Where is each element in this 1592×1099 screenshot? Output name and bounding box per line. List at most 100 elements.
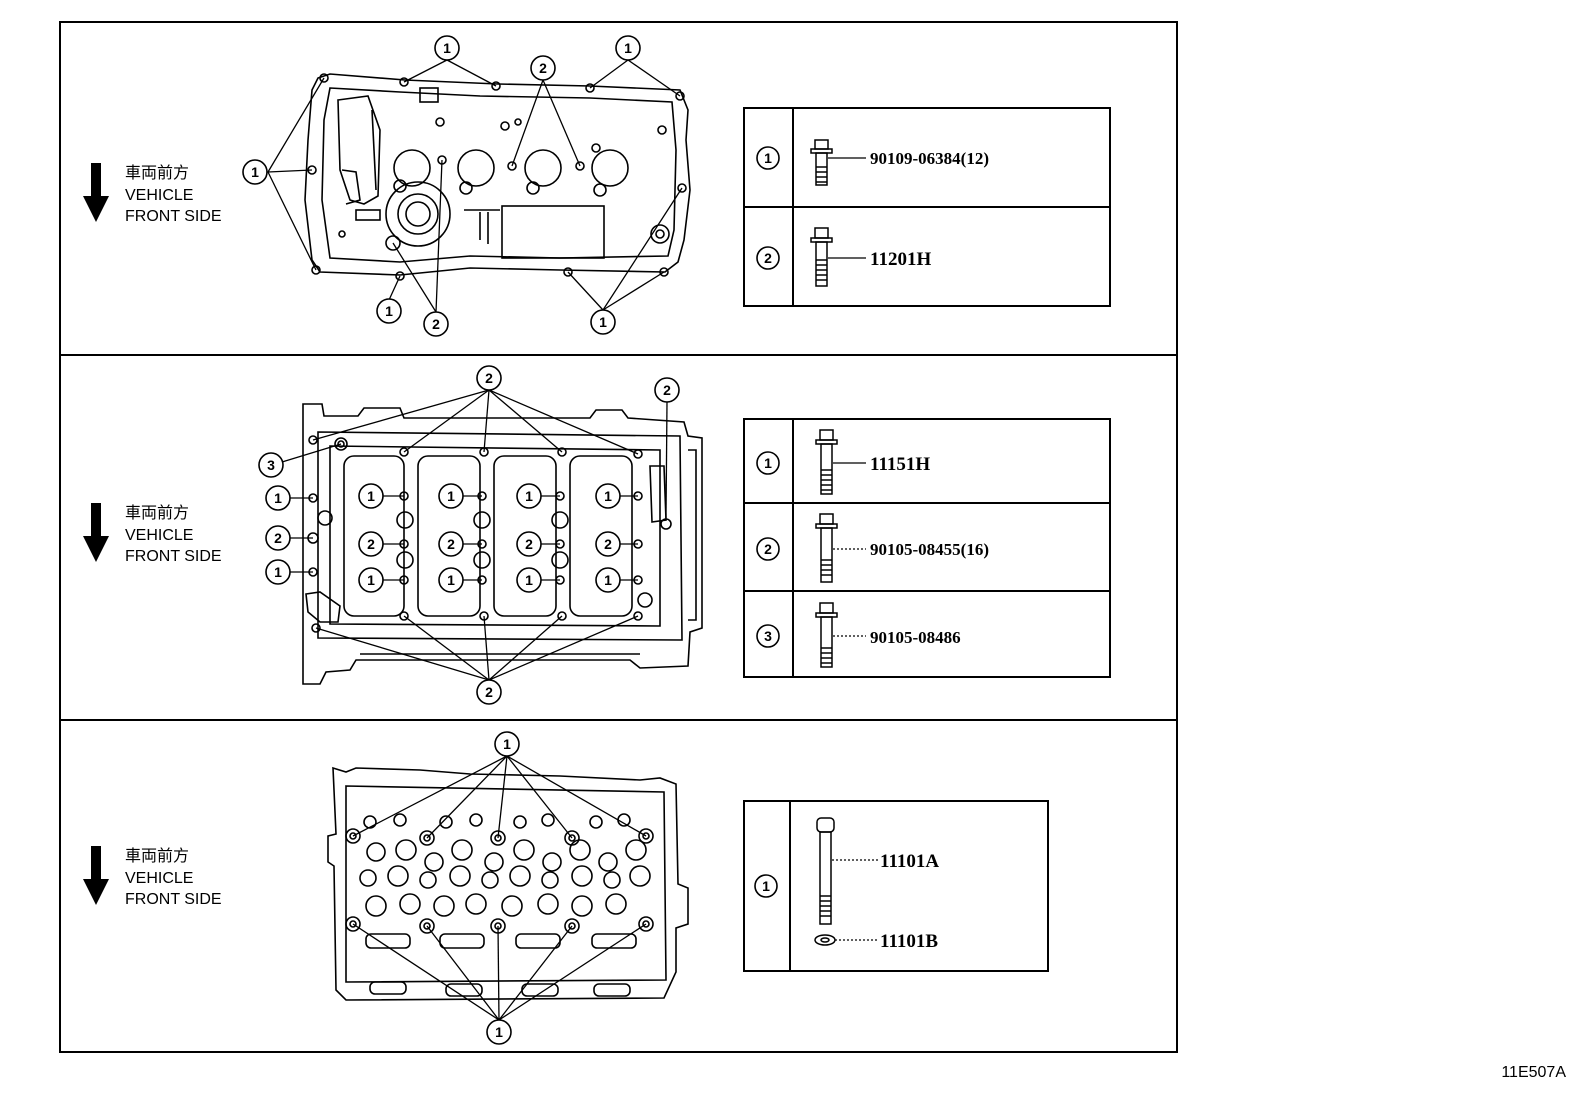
svg-text:1: 1 — [604, 572, 612, 588]
bolt-table-1: 1 90109-06384(12) 2 11201H — [743, 107, 1111, 307]
callouts-2: 2 2 3 1 2 1 1 2 1 1 2 1 1 2 1 1 2 1 2 — [258, 365, 680, 705]
svg-text:1: 1 — [525, 488, 533, 504]
direction-japanese: 車両前方 — [125, 847, 189, 865]
callout-circle: 1 — [595, 567, 621, 593]
callout-circle: 1 — [265, 485, 291, 511]
svg-text:1: 1 — [367, 488, 375, 504]
callout-circle: 1 — [434, 35, 460, 61]
svg-text:1: 1 — [762, 878, 770, 894]
down-arrow-icon — [91, 163, 101, 198]
svg-text:1: 1 — [604, 488, 612, 504]
svg-text:1: 1 — [764, 150, 772, 166]
callout-circle: 2 — [423, 311, 449, 337]
diagram-frame — [59, 21, 1178, 1053]
part-number: 90105-08455(16) — [870, 540, 989, 559]
svg-text:1: 1 — [385, 303, 393, 319]
leader-lines-3 — [352, 755, 647, 1021]
svg-text:2: 2 — [539, 60, 547, 76]
bolt-icon — [816, 817, 835, 925]
leader-lines-1 — [267, 59, 683, 313]
callout-circle: 1 — [486, 1019, 512, 1045]
table-callout: 2 — [756, 246, 780, 270]
callout-circle: 2 — [476, 679, 502, 705]
coolant-port-group — [359, 813, 651, 917]
callout-circle: 1 — [516, 567, 542, 593]
bolt-hole-group — [307, 73, 687, 281]
callout-circle: 1 — [438, 483, 464, 509]
callout-circle: 2 — [265, 525, 291, 551]
bolt-hole-group — [345, 828, 654, 934]
svg-text:1: 1 — [503, 736, 511, 752]
direction-japanese: 車両前方 — [125, 504, 189, 522]
svg-text:2: 2 — [432, 316, 440, 332]
cylinder-bore-group — [343, 455, 633, 617]
direction-english-1: VEHICLE — [125, 187, 193, 204]
direction-english-2: FRONT SIDE — [125, 548, 222, 565]
callout-circle: 2 — [530, 55, 556, 81]
part-number: 11151H — [870, 454, 930, 475]
svg-text:1: 1 — [525, 572, 533, 588]
direction-english-1: VEHICLE — [125, 870, 193, 887]
svg-text:1: 1 — [599, 314, 607, 330]
part-number: 11101A — [880, 851, 939, 872]
direction-indicator-1: 車両前方 VEHICLE FRONT SIDE — [83, 163, 222, 225]
bolt-table-2: 1 11151H 2 90105-08455(16) 3 90105-08486 — [743, 418, 1111, 678]
part-number: 90109-06384(12) — [870, 149, 989, 168]
svg-text:1: 1 — [443, 40, 451, 56]
direction-japanese: 車両前方 — [125, 164, 189, 182]
callouts-3: 1 1 — [486, 731, 520, 1045]
figure-code: 11E507A — [1501, 1064, 1566, 1081]
callout-circle: 1 — [615, 35, 641, 61]
callout-circle: 1 — [494, 731, 520, 757]
table-callout: 1 — [756, 451, 780, 475]
callout-circle: 1 — [438, 567, 464, 593]
callout-circle: 2 — [595, 531, 621, 557]
bolt-icon — [815, 513, 838, 583]
cam-bore-group — [393, 149, 629, 197]
engine-part-drawing-1 — [304, 73, 691, 281]
direction-english-1: VEHICLE — [125, 527, 193, 544]
svg-text:2: 2 — [663, 382, 671, 398]
callout-circle: 1 — [516, 483, 542, 509]
direction-indicator-3: 車両前方 VEHICLE FRONT SIDE — [83, 846, 222, 908]
table-callout: 1 — [756, 146, 780, 170]
callout-circle: 2 — [654, 377, 680, 403]
callout-circle: 2 — [476, 365, 502, 391]
part-number: 11201H — [870, 249, 931, 270]
direction-english-2: FRONT SIDE — [125, 208, 222, 225]
bolt-icon — [815, 602, 838, 668]
svg-text:1: 1 — [764, 455, 772, 471]
callout-circle: 2 — [516, 531, 542, 557]
svg-text:2: 2 — [764, 250, 772, 266]
svg-text:1: 1 — [251, 164, 259, 180]
svg-text:1: 1 — [495, 1024, 503, 1040]
svg-text:1: 1 — [447, 488, 455, 504]
callout-circle: 1 — [242, 159, 268, 185]
bolt-icon — [815, 429, 838, 495]
svg-text:2: 2 — [525, 536, 533, 552]
leader-lines-2 — [281, 389, 668, 681]
callouts-1: 1 1 2 1 1 2 1 — [242, 35, 641, 337]
svg-text:2: 2 — [367, 536, 375, 552]
svg-text:3: 3 — [267, 457, 275, 473]
bolt-hole-group — [307, 435, 672, 633]
bolt-table-3: 1 11101A 11101B — [743, 800, 1049, 972]
down-arrow-icon — [91, 846, 101, 881]
svg-text:1: 1 — [624, 40, 632, 56]
svg-text:2: 2 — [604, 536, 612, 552]
table-callout: 1 — [754, 874, 778, 898]
bolt-icon — [810, 139, 833, 186]
direction-indicator-2: 車両前方 VEHICLE FRONT SIDE — [83, 503, 222, 565]
svg-text:3: 3 — [764, 628, 772, 644]
svg-text:2: 2 — [274, 530, 282, 546]
engine-part-drawing-2 — [302, 403, 703, 685]
part-number: 90105-08486 — [870, 628, 961, 647]
svg-text:2: 2 — [764, 541, 772, 557]
bolt-icon — [810, 227, 833, 287]
svg-text:1: 1 — [447, 572, 455, 588]
washer-icon — [814, 934, 836, 946]
direction-english-2: FRONT SIDE — [125, 891, 222, 908]
svg-text:2: 2 — [485, 684, 493, 700]
svg-text:2: 2 — [485, 370, 493, 386]
